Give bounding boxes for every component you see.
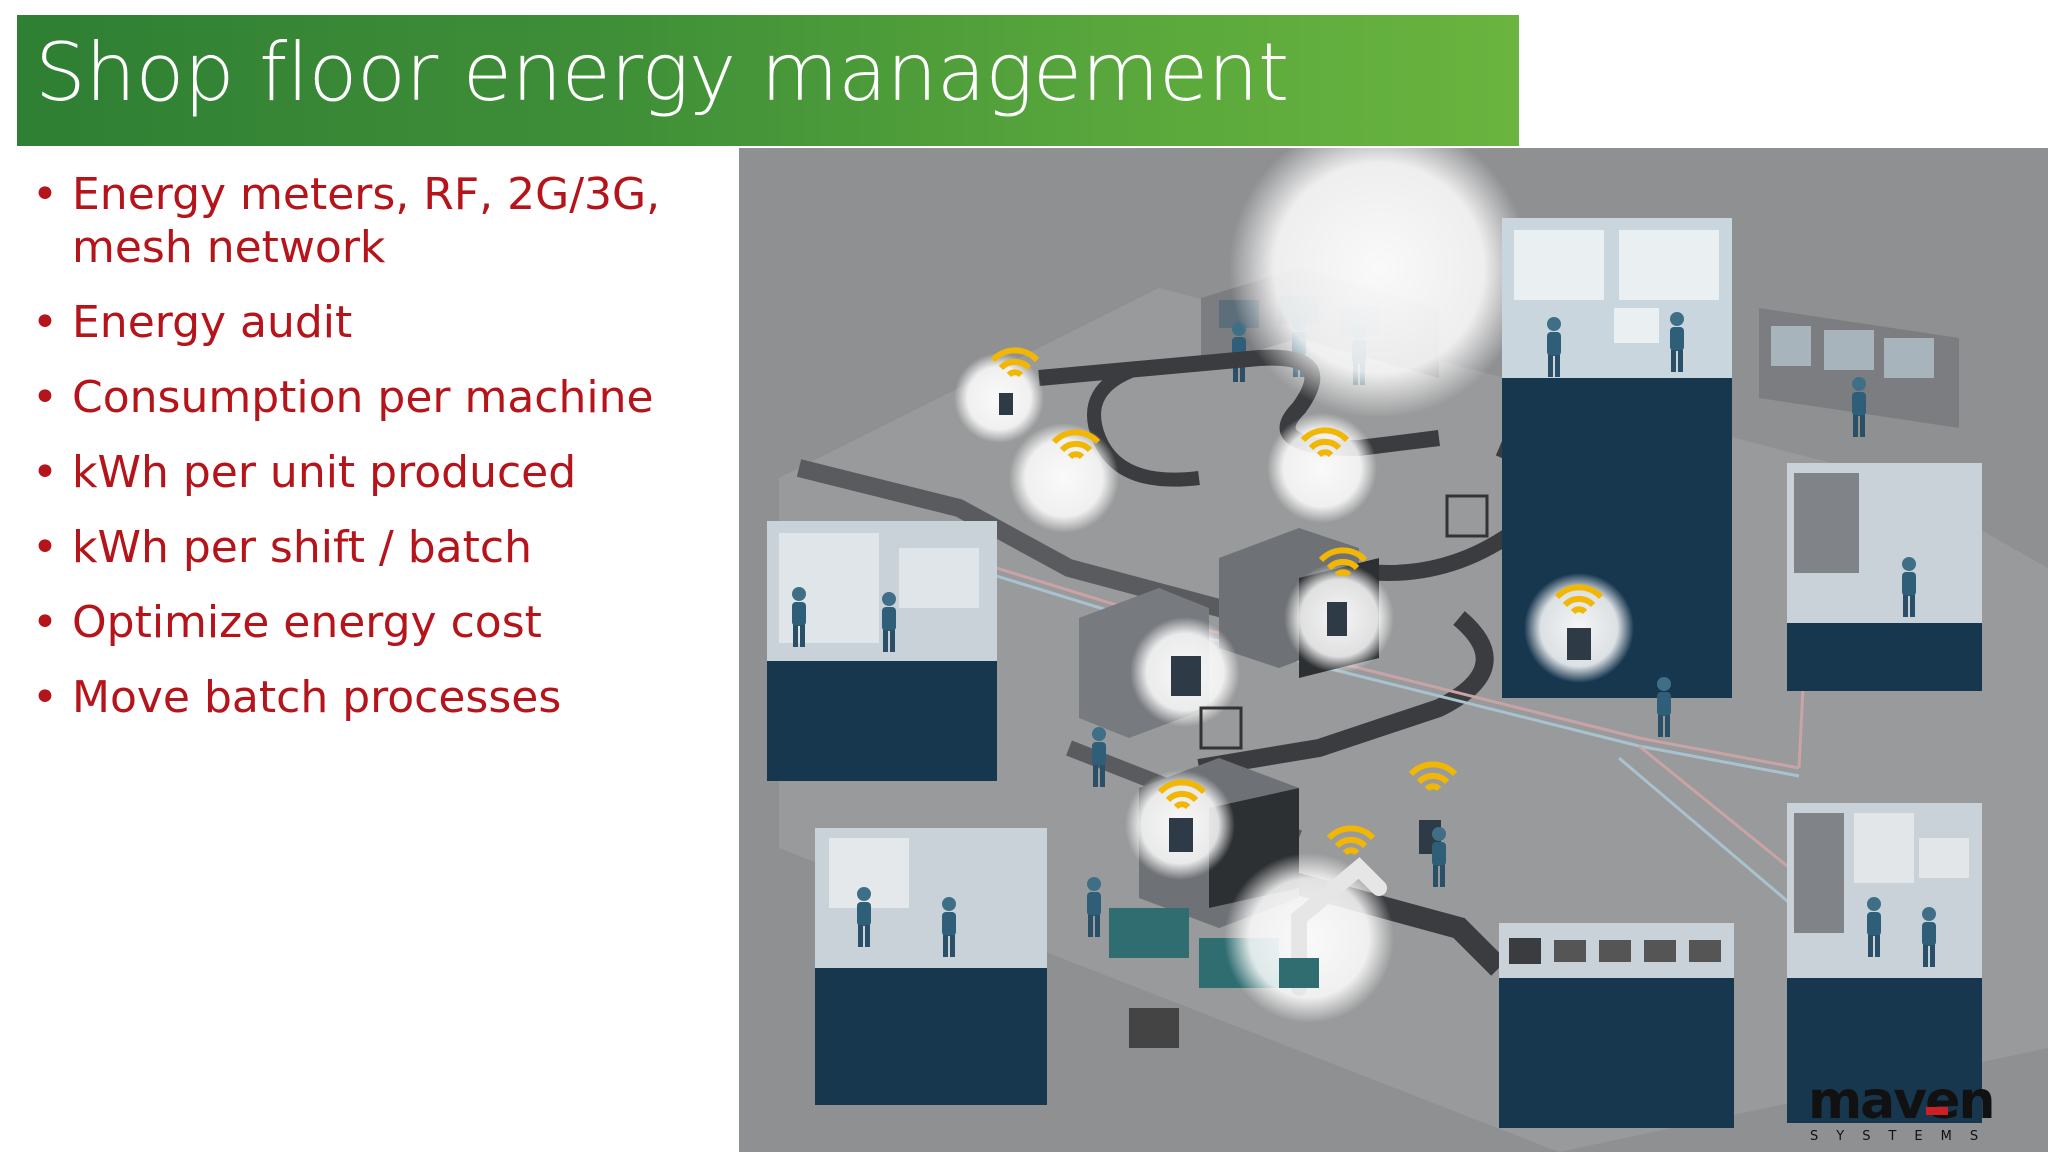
right-bottom-panel	[1787, 803, 1982, 1123]
slide-title: Shop floor energy management	[35, 26, 1289, 119]
robot-arm	[1224, 853, 1394, 1023]
title-bar: Shop floor energy management	[17, 15, 1519, 146]
bullet-dot: •	[32, 169, 58, 220]
energy-meter-icon	[1171, 656, 1201, 696]
energy-meter-icon	[1169, 818, 1193, 852]
bottom-left-panel	[815, 828, 1047, 1105]
bullet-dot: •	[32, 372, 58, 423]
logo-sub: SYSTEMS	[1810, 1129, 1996, 1144]
left-panel-operators	[767, 521, 997, 781]
maven-systems-logo: maven SYSTEMS	[1808, 1074, 1996, 1144]
bullet-item: •Move batch processes	[32, 672, 562, 723]
bullet-item: •Consumption per machine	[32, 372, 654, 423]
right-back-room	[1759, 308, 1959, 437]
bullet-item: •Optimize energy cost	[32, 597, 542, 648]
bullet-dot: •	[32, 297, 58, 348]
bullet-item: •kWh per unit produced	[32, 447, 577, 498]
right-mid-panel	[1787, 463, 1982, 691]
energy-meter-icon	[1327, 602, 1347, 636]
bullet-item: •Energy audit	[32, 297, 353, 348]
logo-accent	[1926, 1107, 1948, 1115]
energy-meter-icon	[1567, 628, 1591, 660]
placeholder-frame	[1445, 494, 1489, 538]
energy-meter-icon	[999, 393, 1013, 415]
placeholder-frame	[1199, 706, 1243, 750]
bullet-dot: •	[32, 522, 58, 573]
bullet-dot: •	[32, 672, 58, 723]
bullet-item: •kWh per shift / batch	[32, 522, 532, 573]
bottom-center-panel	[1499, 923, 1734, 1128]
bullet-list: •Energy meters, RF, 2G/3G, mesh network …	[32, 168, 732, 746]
bullet-dot: •	[32, 597, 58, 648]
factory-illustration	[739, 148, 2048, 1152]
logo-word: maven	[1808, 1074, 1993, 1131]
bullet-item: •Energy meters, RF, 2G/3G, mesh network	[32, 169, 661, 273]
bullet-dot: •	[32, 447, 58, 498]
